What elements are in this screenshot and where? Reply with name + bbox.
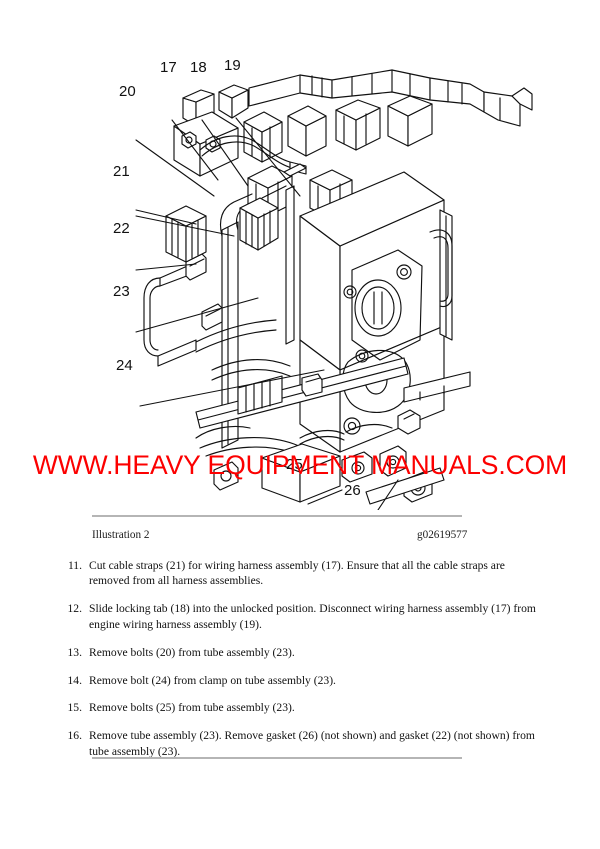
step-text: Remove bolt (24) from clamp on tube asse… bbox=[89, 673, 336, 687]
callout-25: 25 bbox=[286, 456, 303, 473]
step-text: Cut cable straps (21) for wiring harness… bbox=[89, 559, 505, 588]
callout-18: 18 bbox=[190, 59, 207, 76]
step-item: 13. Remove bolts (20) from tube assembly… bbox=[63, 645, 543, 660]
step-number: 13. bbox=[67, 645, 83, 659]
step-item: 12. Slide locking tab (18) into the unlo… bbox=[63, 601, 543, 632]
step-text: Remove bolts (25) from tube assembly (23… bbox=[89, 701, 295, 715]
callout-24: 24 bbox=[116, 357, 133, 374]
callout-21: 21 bbox=[113, 163, 130, 180]
divider-below-steps bbox=[92, 757, 462, 759]
step-number: 11. bbox=[67, 559, 82, 572]
callout-22: 22 bbox=[113, 220, 130, 237]
step-number: 15. bbox=[67, 701, 83, 715]
callout-19: 19 bbox=[224, 57, 241, 74]
illustration-caption: Illustration 2 g02619577 bbox=[92, 529, 492, 545]
callout-26: 26 bbox=[344, 482, 361, 499]
step-item: 15. Remove bolts (25) from tube assembly… bbox=[63, 700, 543, 715]
divider-above-caption bbox=[92, 515, 462, 517]
caption-title: Illustration 2 bbox=[92, 529, 150, 541]
step-number: 12. bbox=[67, 602, 83, 616]
step-text: Remove tube assembly (23). Remove gasket… bbox=[89, 729, 535, 758]
step-item: 14. Remove bolt (24) from clamp on tube … bbox=[63, 673, 543, 688]
procedure-step-list: 11. Cut cable straps (21) for wiring har… bbox=[63, 558, 543, 772]
step-text: Remove bolts (20) from tube assembly (23… bbox=[89, 645, 295, 659]
step-text: Slide locking tab (18) into the unlocked… bbox=[89, 602, 536, 631]
engine-line-drawing: 17 18 19 20 21 22 23 24 25 26 bbox=[113, 57, 533, 510]
callout-23: 23 bbox=[113, 283, 130, 300]
callout-labels: 17 18 19 20 21 22 23 24 25 26 bbox=[113, 57, 361, 499]
illustration-figure: 17 18 19 20 21 22 23 24 25 26 WWW.HEAVY … bbox=[0, 40, 600, 510]
callout-20: 20 bbox=[119, 83, 136, 100]
step-number: 16. bbox=[67, 729, 83, 743]
caption-graphic-id: g02619577 bbox=[417, 529, 468, 541]
callout-17: 17 bbox=[160, 59, 177, 76]
step-number: 14. bbox=[67, 673, 83, 687]
step-item: 11. Cut cable straps (21) for wiring har… bbox=[63, 558, 543, 589]
step-item: 16. Remove tube assembly (23). Remove ga… bbox=[63, 728, 543, 759]
